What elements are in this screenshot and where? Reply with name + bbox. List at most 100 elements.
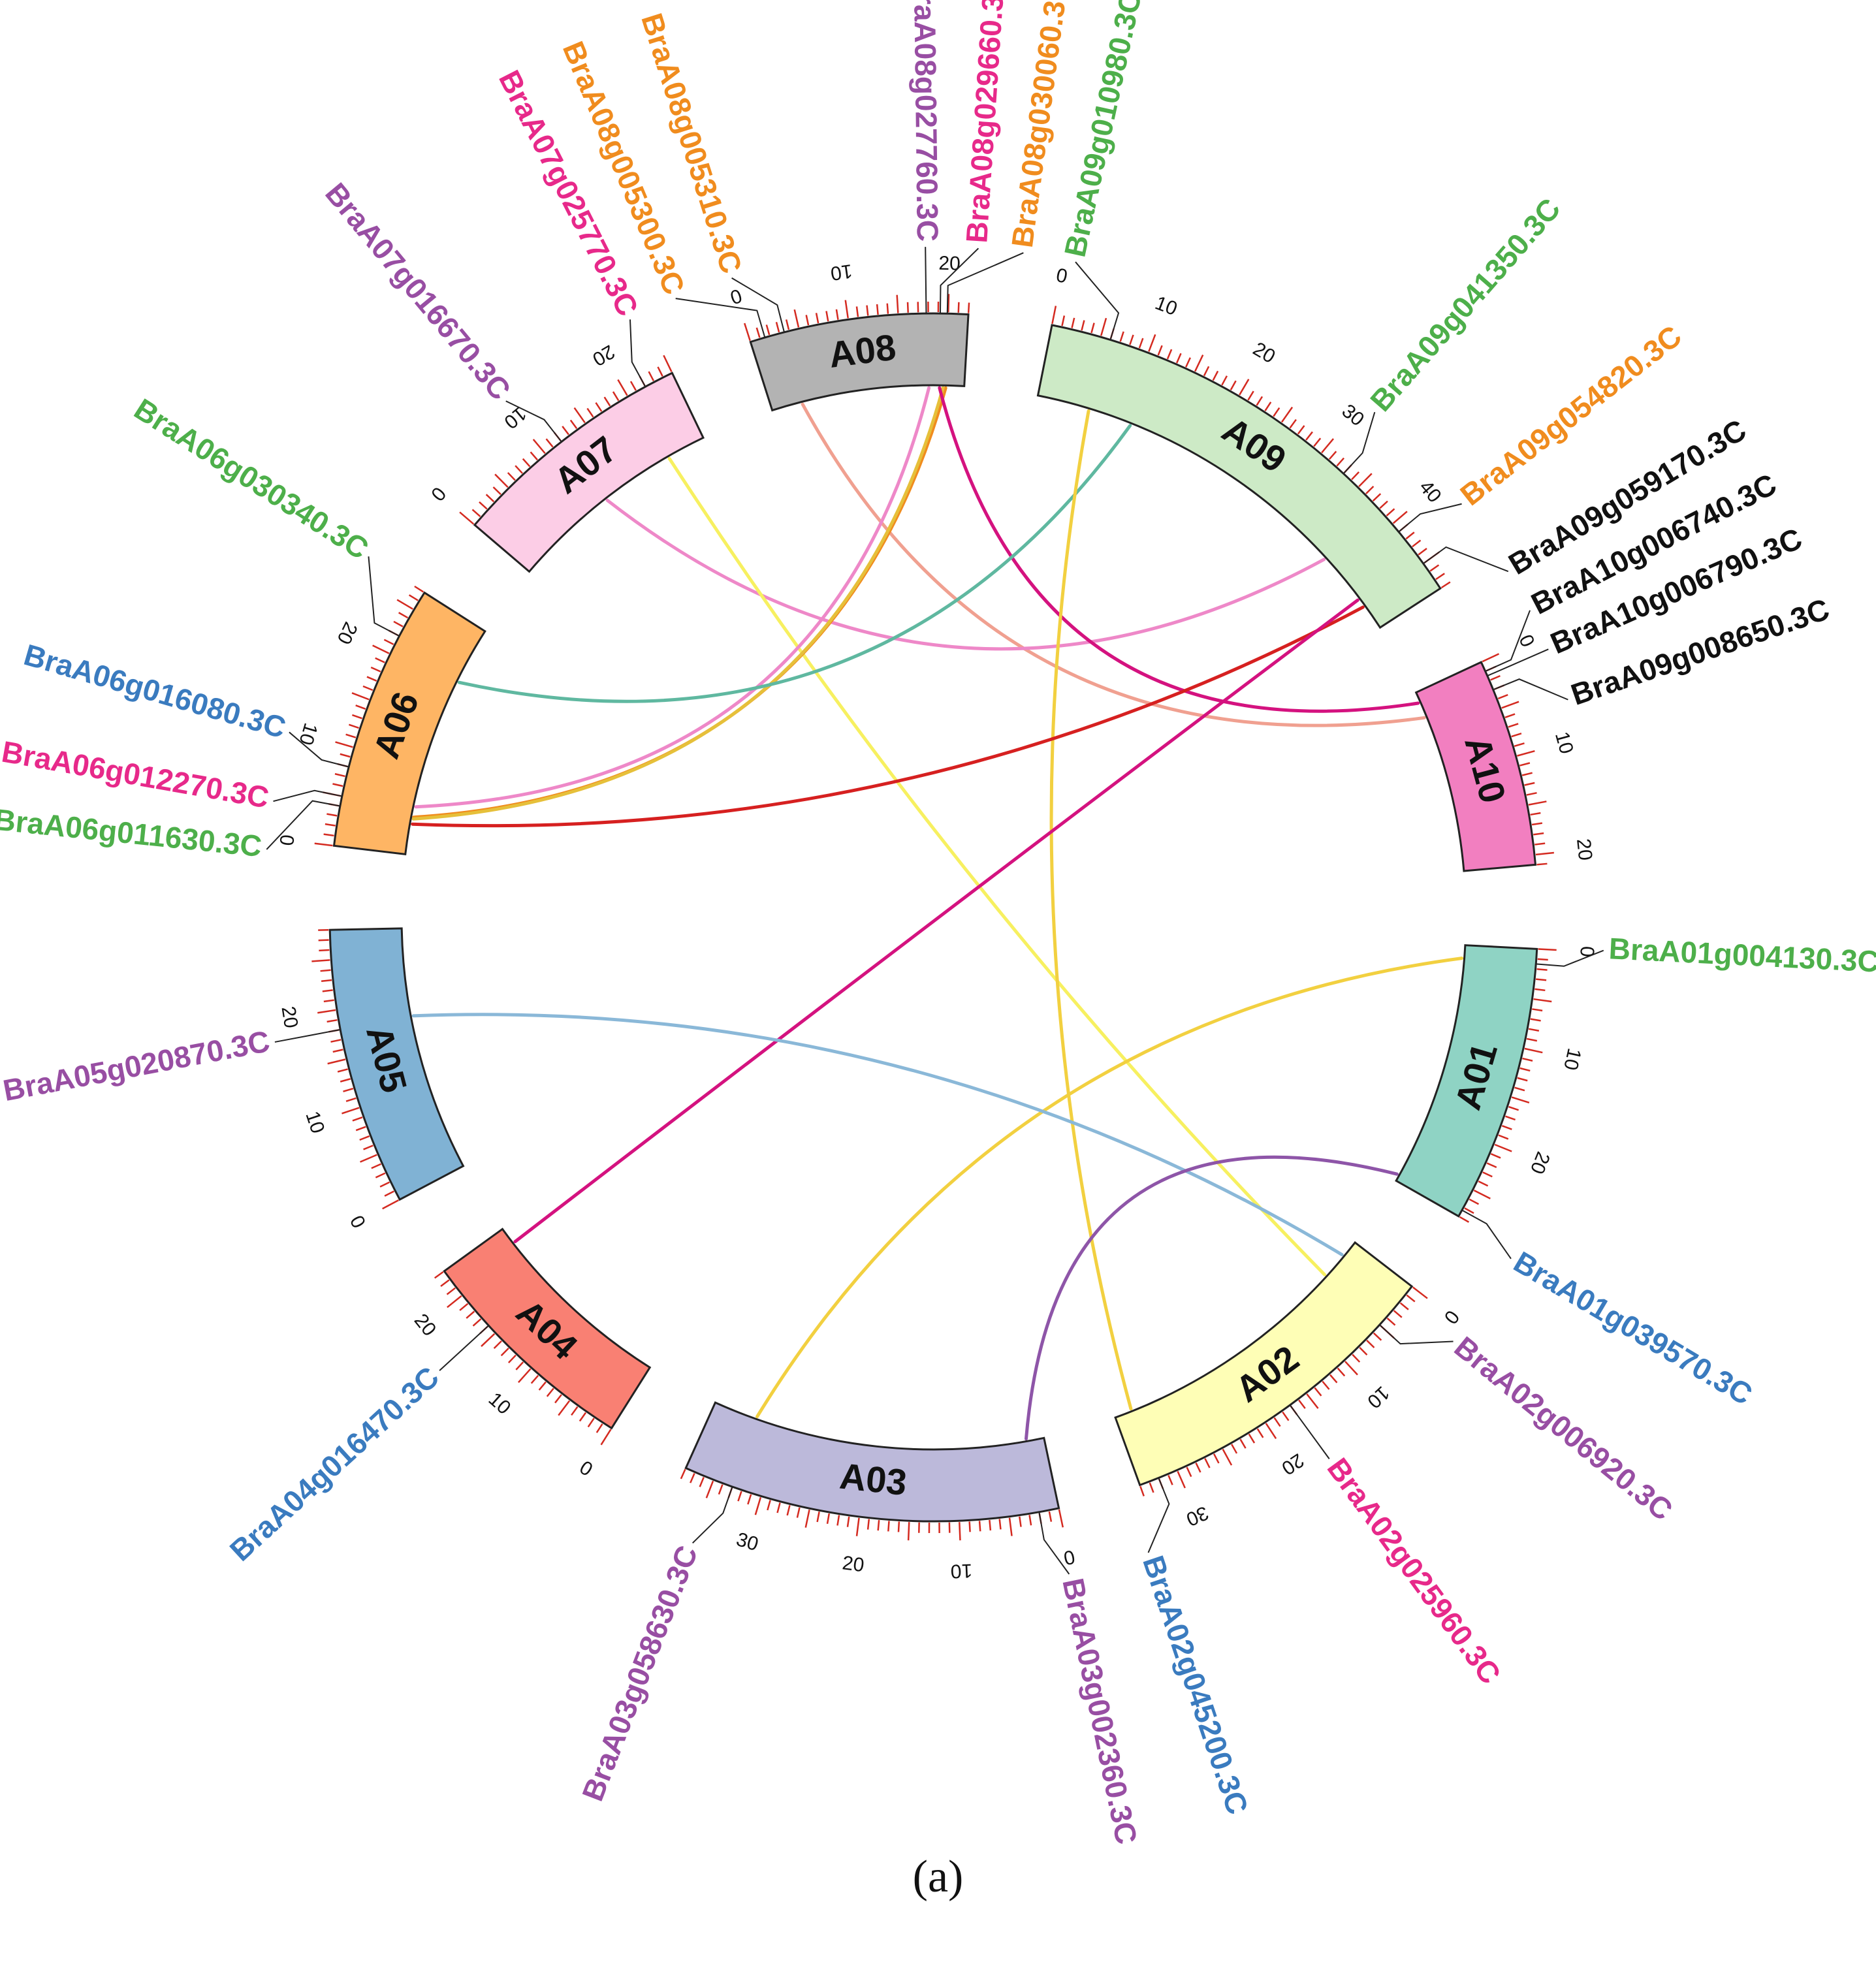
tick-mark: [1526, 1037, 1538, 1042]
tick-mark: [1514, 1086, 1525, 1092]
tick-mark: [796, 1507, 801, 1518]
tick-mark: [755, 327, 761, 338]
gene-label: BraA01g004130.3C: [1608, 931, 1876, 978]
tick-mark: [1530, 812, 1541, 816]
tick-mark: [1222, 1448, 1233, 1466]
tick-mark: [896, 294, 899, 313]
tick-mark: [1058, 1509, 1064, 1528]
tick-mark: [396, 599, 413, 610]
gene-leader-line: [1536, 949, 1604, 967]
tick-mark: [967, 302, 970, 313]
tick-mark: [1490, 674, 1501, 681]
gene-label: BraA02g006920.3C: [1448, 1329, 1679, 1527]
gene-label: BraA06g011630.3C: [0, 802, 263, 863]
tick-mark: [855, 1517, 860, 1536]
tick-mark: [348, 723, 359, 729]
tick-mark: [1329, 1374, 1338, 1384]
tick-mark: [1505, 1115, 1516, 1121]
tick-mark: [1273, 1417, 1281, 1427]
tick-mark: [1322, 1380, 1330, 1390]
tick-mark: [363, 1145, 374, 1150]
tick-mark: [1314, 1387, 1322, 1397]
tick-mark: [612, 391, 620, 402]
tick-mark: [1522, 1057, 1533, 1062]
synteny-link: [411, 1013, 1344, 1257]
tick-mark: [718, 1484, 723, 1495]
tick-mark: [1534, 988, 1546, 992]
tick-mark: [327, 1058, 346, 1065]
tick-label: 10: [1363, 1382, 1393, 1412]
tick-label: 20: [410, 1310, 441, 1340]
gene-leader-line: [1289, 1404, 1330, 1459]
tick-mark: [866, 305, 869, 316]
tick-mark: [414, 585, 424, 593]
tick-mark: [1265, 1423, 1277, 1440]
tick-mark: [1497, 693, 1508, 700]
tick-mark: [459, 1303, 469, 1311]
tick-mark: [1536, 968, 1548, 971]
tick-mark: [382, 1199, 400, 1210]
gene-leader-line: [1461, 1209, 1512, 1259]
chromosome-a02: [1114, 1241, 1414, 1487]
synteny-link: [801, 402, 1426, 727]
tick-mark: [562, 426, 569, 435]
tick-mark: [379, 1181, 390, 1188]
synteny-link: [1049, 409, 1133, 1411]
tick-mark: [1351, 471, 1360, 481]
tick-mark: [375, 657, 385, 663]
tick-mark: [1440, 581, 1451, 589]
tick-mark: [747, 1494, 752, 1505]
tick-mark: [1464, 1207, 1474, 1214]
tick-mark: [351, 714, 362, 720]
tick-mark: [887, 1521, 890, 1532]
tick-mark: [1524, 1047, 1543, 1054]
tick-mark: [1352, 1354, 1361, 1363]
tick-label: 0: [576, 1457, 597, 1481]
tick-label: 20: [277, 1005, 302, 1030]
tick-mark: [1406, 1294, 1416, 1303]
tick-label: 10: [294, 721, 321, 748]
tick-mark: [471, 509, 481, 517]
tick-mark: [335, 741, 353, 748]
tick-mark: [897, 1521, 900, 1532]
gene-leader-line: [1147, 1478, 1170, 1553]
gene-leader-line: [1487, 648, 1549, 677]
synteny-link: [411, 605, 1365, 828]
tick-mark: [532, 439, 546, 454]
tick-mark: [1511, 733, 1522, 738]
tick-mark: [1048, 1511, 1053, 1522]
tick-mark: [1204, 1458, 1211, 1468]
tick-mark: [351, 692, 370, 701]
tick-mark: [515, 1361, 524, 1370]
tick-mark: [466, 1310, 475, 1319]
tick-mark: [1273, 407, 1280, 417]
tick-mark: [1119, 331, 1124, 342]
gene-label: BraA05g020870.3C: [0, 1024, 272, 1107]
tick-mark: [804, 1509, 810, 1528]
tick-mark: [359, 1135, 370, 1141]
tick-mark: [318, 939, 329, 942]
tick-mark: [1298, 1399, 1306, 1409]
tick-label: 10: [500, 402, 530, 433]
tick-mark: [1019, 1516, 1022, 1527]
gene-label: BraA03g002360.3C: [1056, 1575, 1144, 1847]
tick-mark: [1306, 1393, 1319, 1409]
tick-mark: [472, 1318, 482, 1327]
tick-mark: [1526, 792, 1537, 796]
synteny-link: [755, 957, 1464, 1419]
chromosome-a04: [443, 1227, 652, 1430]
tick-mark: [545, 438, 554, 448]
tick-label: 20: [1526, 1148, 1554, 1177]
tick-mark: [342, 1107, 360, 1115]
tick-mark: [1494, 1143, 1512, 1152]
tick-mark: [1328, 451, 1337, 460]
gene-leader-line: [629, 319, 646, 387]
tick-mark: [372, 644, 390, 654]
tick-mark: [978, 1521, 981, 1532]
tick-mark: [446, 1287, 456, 1295]
tick-mark: [767, 1500, 771, 1511]
tick-mark: [1412, 1286, 1428, 1299]
tick-label: 0: [426, 483, 450, 505]
tick-label: 0: [1062, 1545, 1077, 1569]
